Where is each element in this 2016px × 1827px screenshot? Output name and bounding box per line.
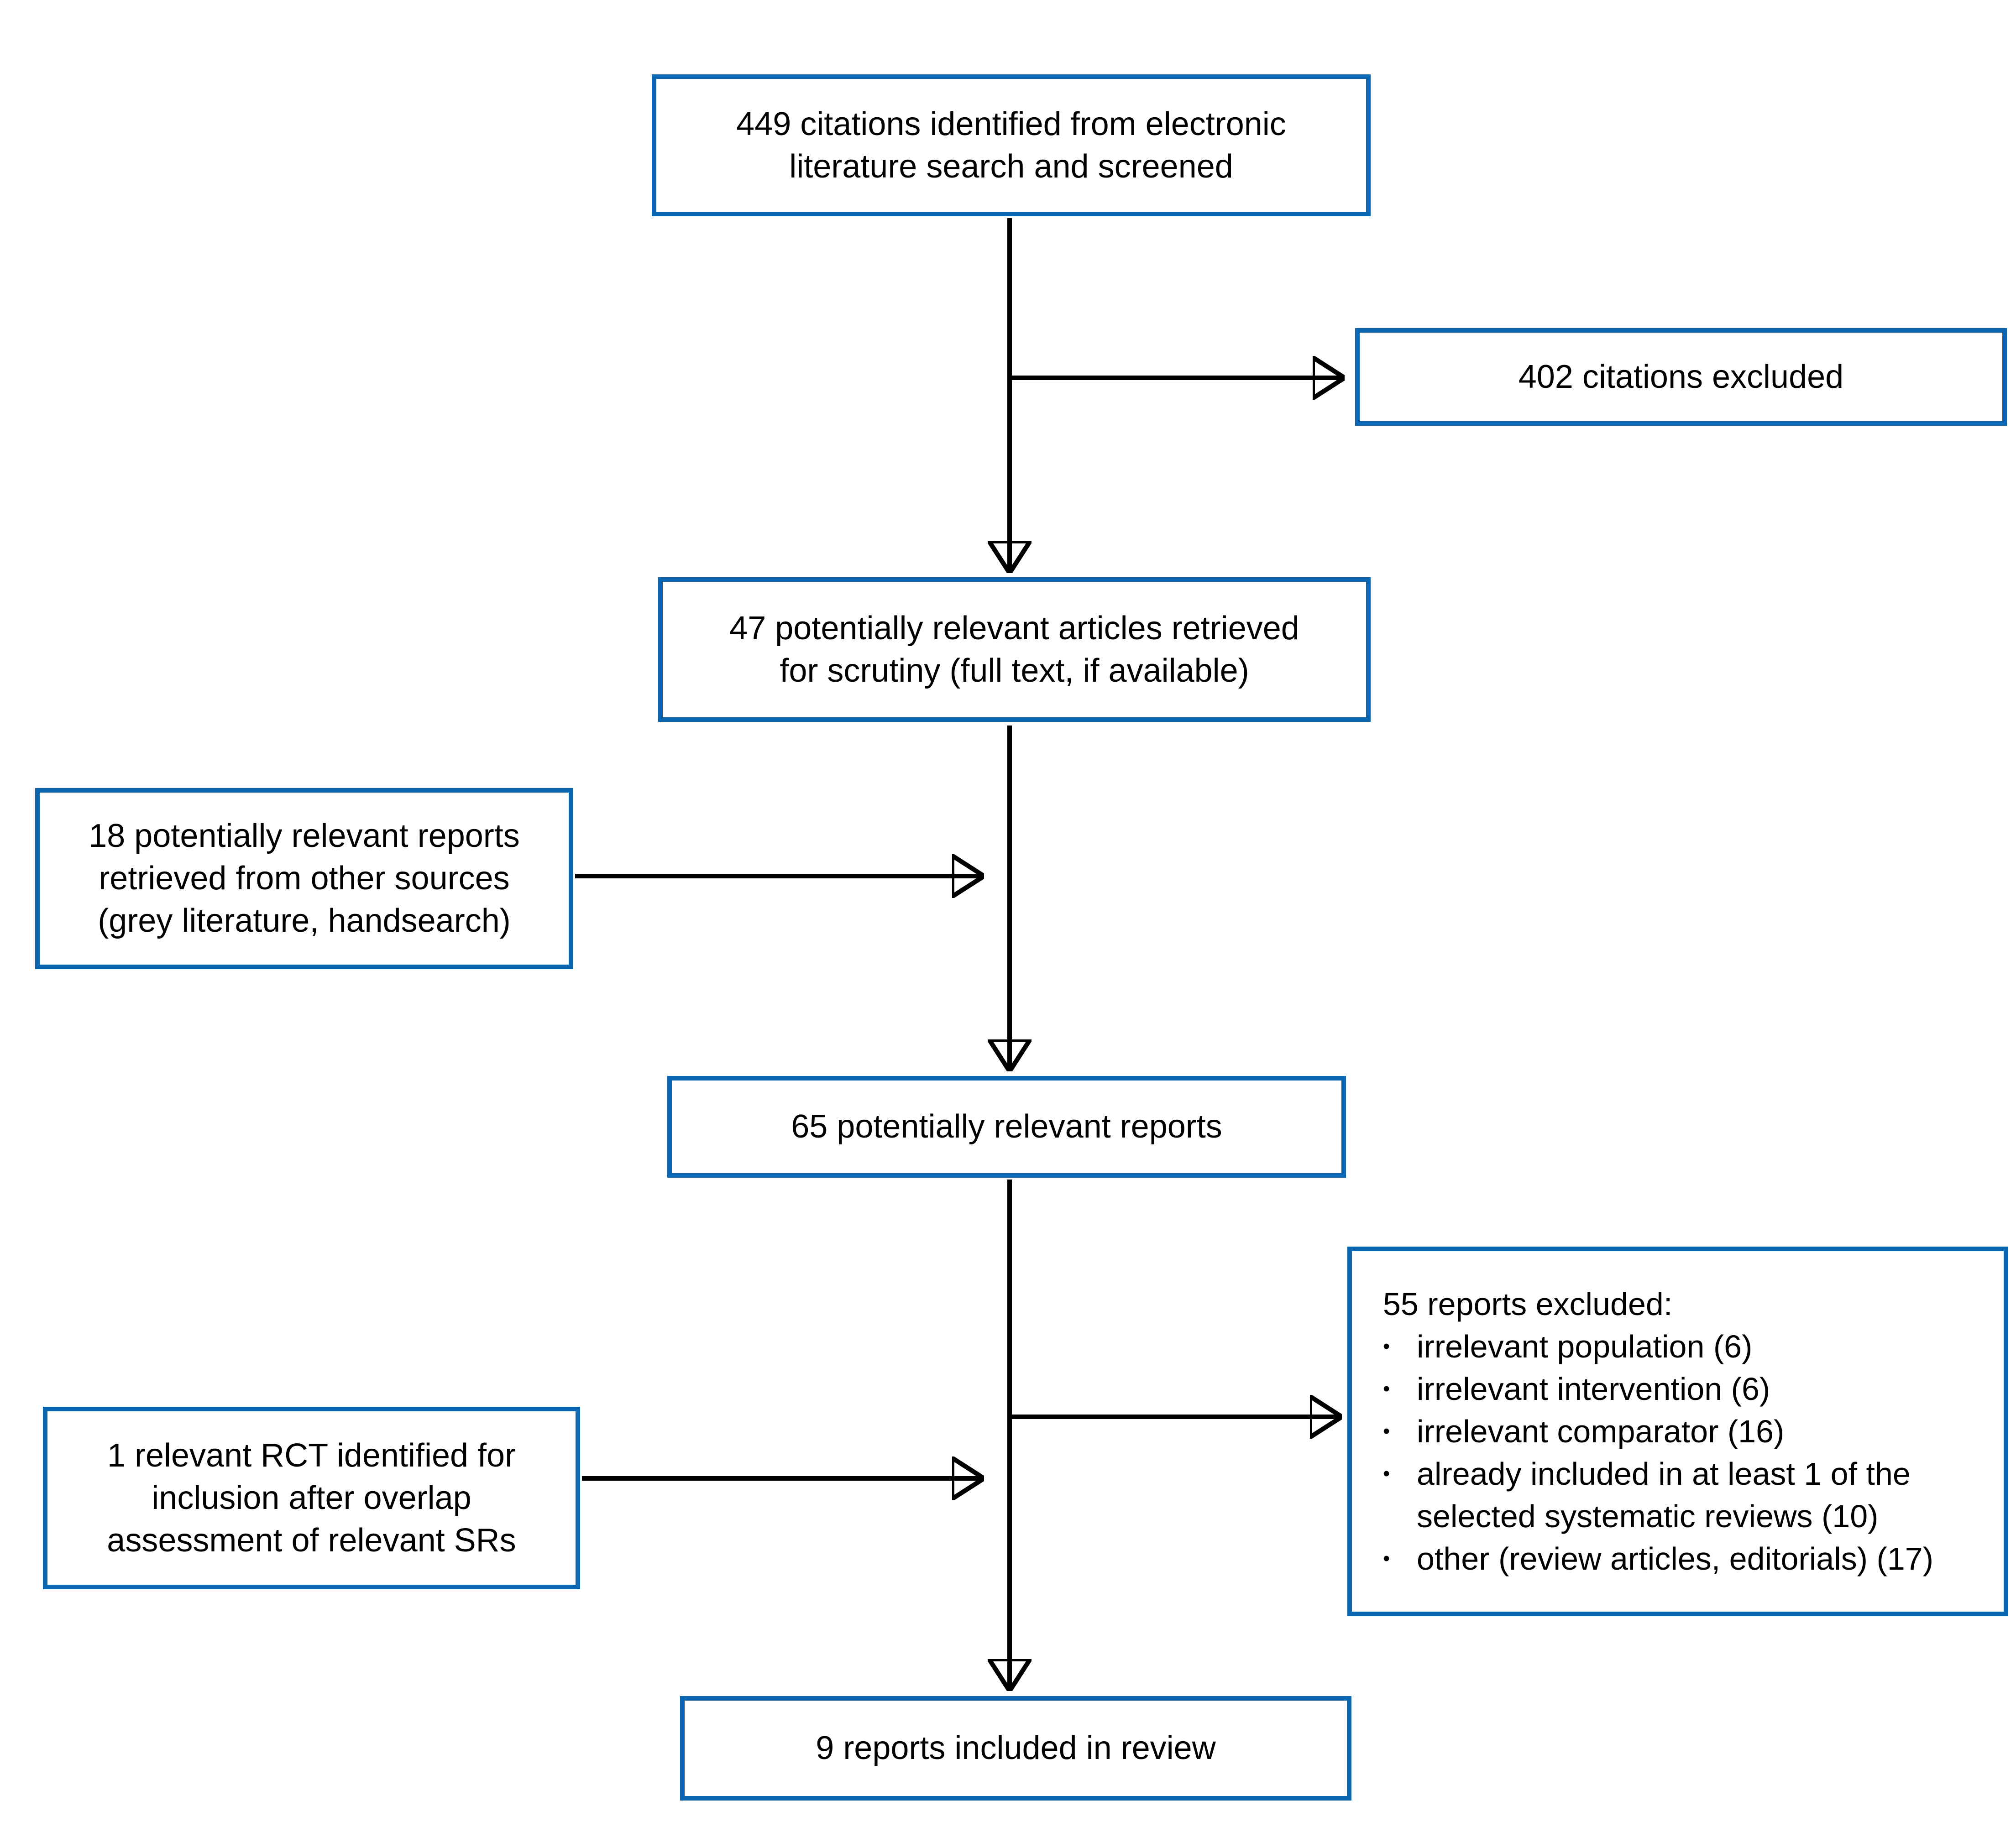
bullet-icon: • [1383,1462,1390,1485]
box-reports-excluded: 55 reports excluded: • irrelevant popula… [1347,1247,2008,1616]
box-relevant-rct-label: 1 relevant RCT identified for inclusion … [107,1437,516,1559]
bullet-icon: • [1383,1547,1390,1570]
box-reports-included: 9 reports included in review [680,1696,1351,1801]
box-reports-included-label: 9 reports included in review [816,1730,1216,1766]
box-other-sources: 18 potentially relevant reports retrieve… [35,788,573,969]
list-item-text: already included in at least 1 of the se… [1417,1456,1911,1534]
box-other-sources-label: 18 potentially relevant reports retrieve… [89,818,520,939]
list-item-text: irrelevant population (6) [1417,1328,1753,1364]
bullet-icon: • [1383,1420,1390,1442]
reports-excluded-title: 55 reports excluded: [1383,1286,1673,1322]
box-citations-identified-label: 449 citations identified from electronic… [736,105,1286,185]
list-item-text: other (review articles, editorials) (17) [1417,1540,1934,1576]
list-item: • irrelevant population (6) [1383,1326,1990,1368]
list-item-text: irrelevant intervention (6) [1417,1371,1770,1407]
reports-excluded-list: 55 reports excluded: • irrelevant popula… [1352,1283,2004,1580]
box-articles-retrieved-label: 47 potentially relevant articles retriev… [729,610,1299,689]
box-potentially-relevant-reports-label: 65 potentially relevant reports [791,1108,1222,1145]
box-citations-excluded: 402 citations excluded [1355,328,2007,426]
list-item: • irrelevant comparator (16) [1383,1410,1990,1453]
box-potentially-relevant-reports: 65 potentially relevant reports [667,1076,1346,1178]
box-citations-identified: 449 citations identified from electronic… [652,74,1371,216]
list-item: • other (review articles, editorials) (1… [1383,1538,1990,1580]
bullet-icon: • [1383,1335,1390,1357]
box-articles-retrieved: 47 potentially relevant articles retriev… [658,577,1371,722]
list-item-text: irrelevant comparator (16) [1417,1413,1785,1449]
box-citations-excluded-label: 402 citations excluded [1518,358,1844,395]
bullet-icon: • [1383,1378,1390,1400]
list-item: • irrelevant intervention (6) [1383,1368,1990,1410]
list-item: • already included in at least 1 of the … [1383,1453,1990,1538]
box-relevant-rct: 1 relevant RCT identified for inclusion … [43,1407,580,1589]
